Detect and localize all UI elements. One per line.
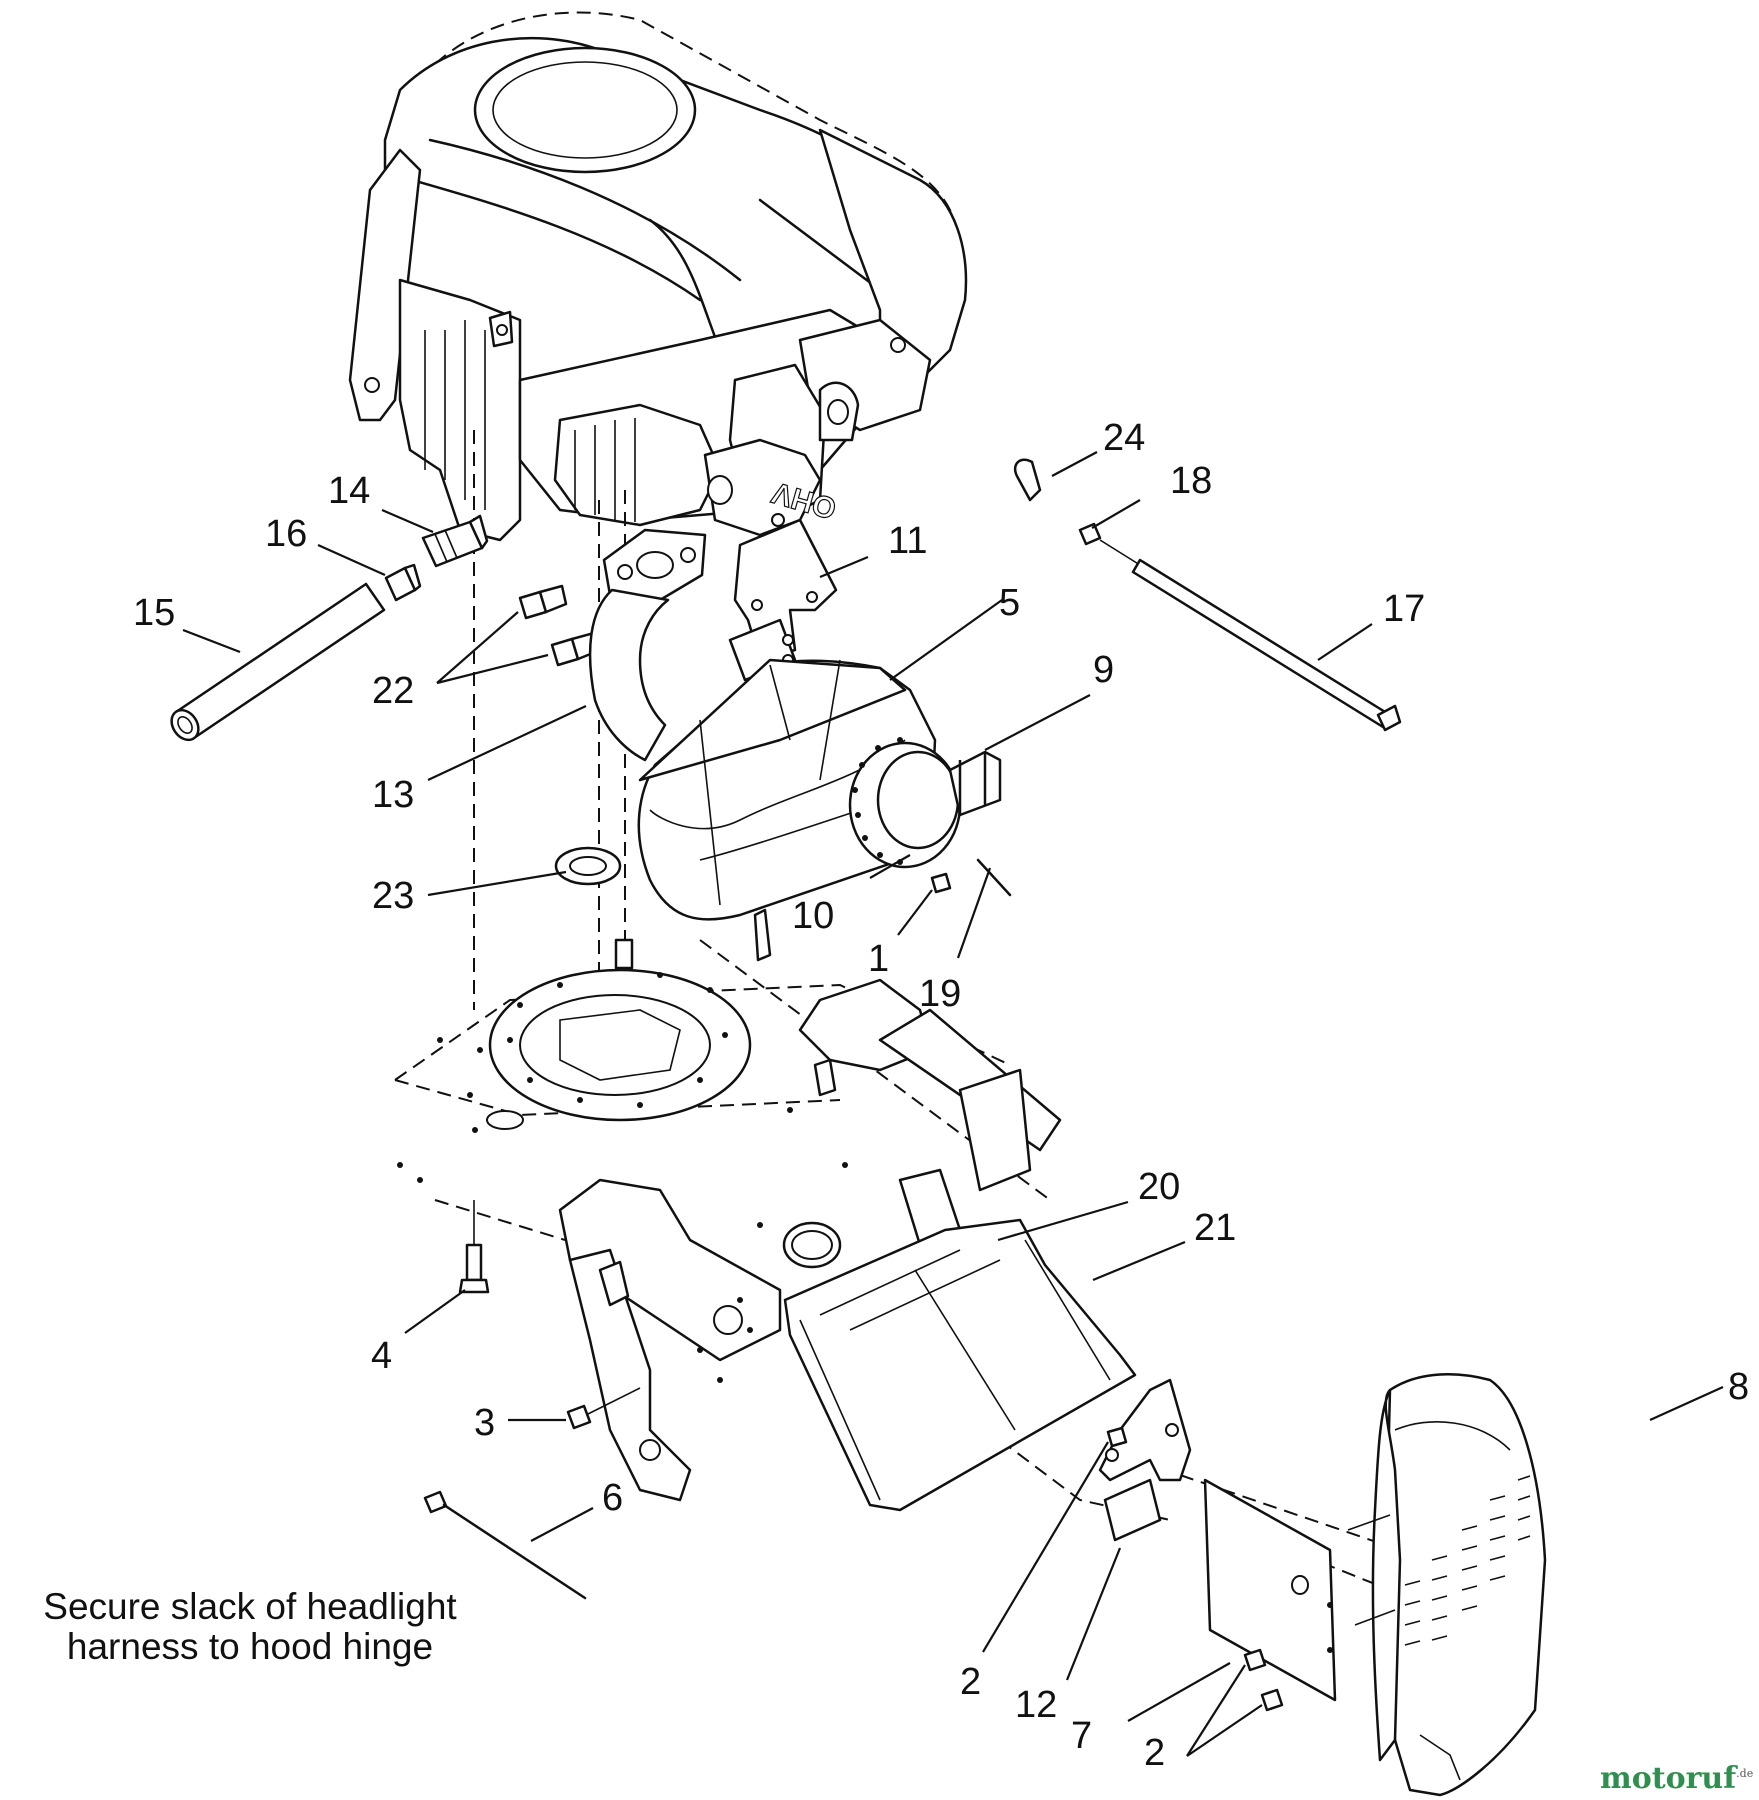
callout-19: 19 — [919, 973, 962, 1015]
part-17-rod — [1099, 539, 1402, 732]
part-13-exhaust-pipe — [588, 528, 707, 762]
callout-3: 3 — [474, 1402, 496, 1444]
callout-24: 24 — [1103, 417, 1146, 459]
callout-6: 6 — [602, 1477, 624, 1519]
callout-8: 8 — [1728, 1366, 1750, 1408]
callout-17: 17 — [1383, 588, 1426, 630]
part-18-nut — [1078, 522, 1102, 546]
part-4-bolt — [458, 1200, 490, 1294]
harness-note-line-1: Secure slack of headlight — [43, 1586, 457, 1627]
part-2-screw-lower-b — [1260, 1688, 1284, 1712]
part-23-gasket — [554, 846, 622, 886]
part-6-cable-tie — [423, 1490, 587, 1600]
callout-13: 13 — [372, 774, 415, 816]
callout-21: 21 — [1194, 1207, 1237, 1249]
part-1-screw — [930, 872, 952, 894]
leader-lines — [182, 451, 1724, 1757]
part-15-hose — [170, 582, 386, 742]
callout-2-bracket: 2 — [960, 1661, 982, 1703]
part-2-screw-upper — [1106, 1426, 1128, 1448]
part-10-end-cap — [848, 737, 962, 869]
part-22-bolts — [518, 584, 600, 667]
callout-22: 22 — [372, 670, 415, 712]
watermark-suffix: .de — [1736, 1767, 1754, 1780]
callout-11: 11 — [888, 520, 928, 562]
part-9-spark-arrestor — [948, 750, 1002, 817]
callout-20: 20 — [1138, 1166, 1181, 1208]
dowel-pin — [614, 938, 634, 970]
callout-14: 14 — [328, 470, 371, 512]
part-12-bracket — [1098, 1378, 1192, 1542]
part-14-switch — [421, 514, 489, 568]
part-21-panel — [783, 1218, 1137, 1512]
callout-18: 18 — [1170, 460, 1213, 502]
callout-1: 1 — [868, 938, 890, 980]
callout-2-screws: 2 — [1144, 1732, 1166, 1774]
part-7-plate — [1203, 1478, 1337, 1702]
frame-assembly — [394, 908, 1062, 1502]
engine-assembly — [348, 11, 968, 542]
callout-23: 23 — [372, 875, 415, 917]
part-8-grille — [1347, 1373, 1547, 1797]
part-2-screw-lower-a — [1243, 1648, 1267, 1672]
harness-note-line-2: harness to hood hinge — [66, 1626, 434, 1667]
part-3-bolt — [566, 1404, 592, 1430]
watermark-text: motoruf — [1600, 1761, 1737, 1796]
callout-7: 7 — [1071, 1715, 1093, 1757]
part-24-clamp — [1013, 458, 1042, 502]
harness-note: Secure slack of headlight harness to hoo… — [0, 1587, 500, 1667]
watermark-logo: motoruf.de — [1600, 1764, 1753, 1794]
callout-10: 10 — [792, 895, 835, 937]
callout-16: 16 — [265, 513, 308, 555]
part-11-bracket — [728, 518, 838, 682]
callout-15: 15 — [133, 592, 176, 634]
callout-5: 5 — [999, 582, 1021, 624]
callout-4: 4 — [371, 1335, 393, 1377]
callout-9: 9 — [1093, 649, 1115, 691]
part-16-fitting — [384, 563, 422, 602]
part-19-pin — [976, 858, 1012, 897]
callout-12: 12 — [1015, 1684, 1058, 1726]
